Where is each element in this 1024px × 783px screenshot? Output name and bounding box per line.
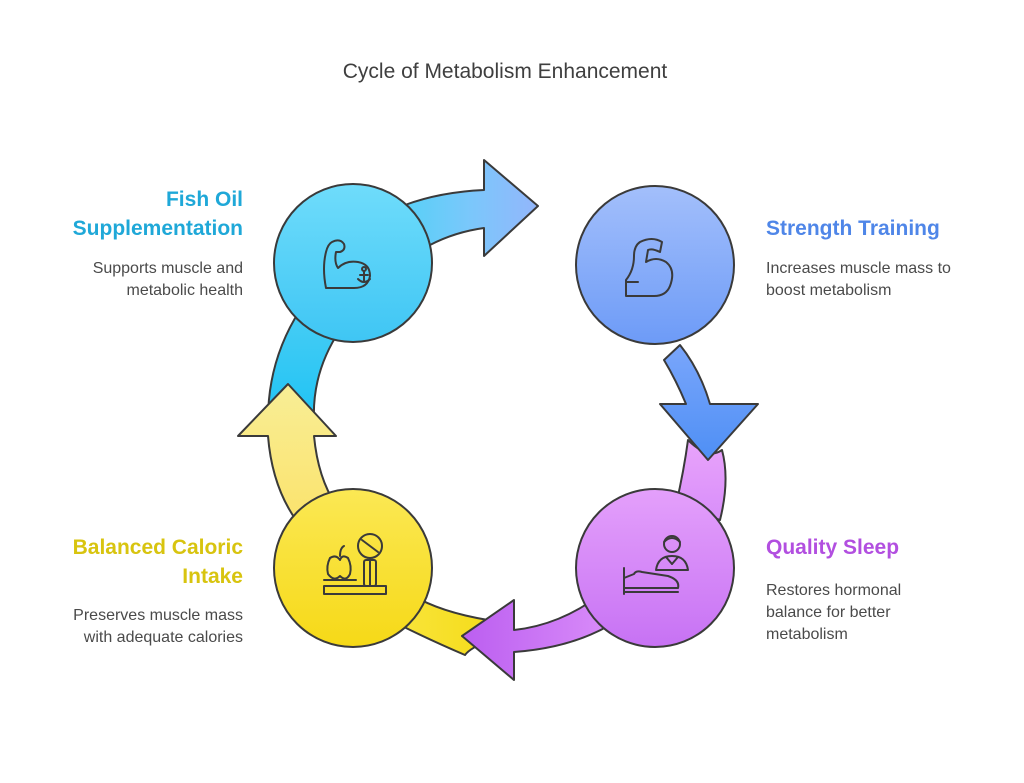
sleep-desc-line-3: metabolism <box>766 626 848 643</box>
flexed-arm-anchor-icon <box>323 239 371 289</box>
sleep-desc-line-1: Restores hormonal <box>766 582 902 599</box>
caloric-desc-line-1: Preserves muscle mass <box>73 607 243 624</box>
fish-oil-title-line-1: Fish Oil <box>165 188 243 211</box>
apple-on-scale-icon <box>323 533 387 595</box>
arrow-caloric-to-fish <box>237 383 337 521</box>
quality-sleep-title: Quality Sleep <box>766 533 899 562</box>
arrow-sleep-to-caloric <box>461 594 611 681</box>
caloric-title-line-1: Balanced Caloric <box>72 536 243 559</box>
person-sleeping-bed-icon <box>623 535 689 595</box>
strength-training-title: Strength Training <box>766 214 940 243</box>
strength-training-description: Increases muscle mass to boost metabolis… <box>766 258 951 302</box>
strength-desc-line-1: Increases muscle mass to <box>766 260 951 277</box>
caloric-desc-line-2: with adequate calories <box>83 629 243 646</box>
fish-oil-description: Supports muscle and metabolic health <box>93 258 243 302</box>
flexed-bicep-icon <box>625 238 674 297</box>
quality-sleep-circle <box>575 488 735 648</box>
balanced-caloric-title: Balanced Caloric Intake <box>73 533 243 591</box>
arrow-strength-to-sleep <box>659 344 759 461</box>
strength-training-circle <box>575 185 735 345</box>
fish-oil-desc-line-1: Supports muscle and <box>92 260 243 277</box>
sleep-desc-line-2: balance for better <box>766 604 891 621</box>
fish-oil-title: Fish Oil Supplementation <box>73 185 243 243</box>
fish-oil-desc-line-2: metabolic health <box>126 282 243 299</box>
sleep-title-line-1: Quality Sleep <box>766 536 900 559</box>
fish-oil-circle <box>273 183 433 343</box>
quality-sleep-description: Restores hormonal balance for better met… <box>766 580 901 646</box>
diagram-title: Cycle of Metabolism Enhancement <box>342 60 668 83</box>
strength-title-line-1: Strength Training <box>766 217 940 240</box>
caloric-title-line-2: Intake <box>182 565 243 588</box>
strength-desc-line-2: boost metabolism <box>766 282 892 299</box>
balanced-caloric-circle <box>273 488 433 648</box>
arrow-fish-to-strength <box>404 159 539 257</box>
balanced-caloric-description: Preserves muscle mass with adequate calo… <box>73 605 243 649</box>
fish-oil-title-line-2: Supplementation <box>72 217 243 240</box>
